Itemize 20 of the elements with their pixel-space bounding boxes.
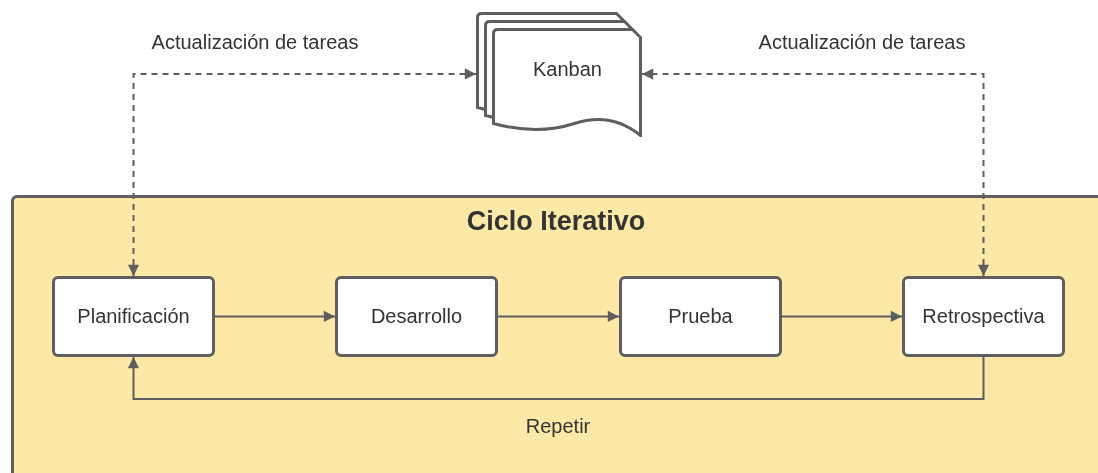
edge-label: Actualización de tareas [758, 30, 966, 54]
arrow [214, 310, 336, 323]
process-label: Planificación [77, 305, 190, 328]
arrow [127, 356, 985, 400]
process-box [335, 276, 498, 357]
group-band [11, 195, 1098, 473]
arrow [781, 310, 903, 323]
document-label: Kanban [532, 58, 603, 81]
process-box [52, 276, 215, 357]
process-box [902, 276, 1065, 357]
process-label: Desarrollo [370, 305, 463, 328]
process-box [619, 276, 782, 357]
arrow [497, 310, 620, 323]
arrow [641, 68, 990, 277]
group-title: Ciclo Iterativo [465, 206, 647, 237]
edge-label: Actualización de tareas [151, 30, 359, 54]
process-label: Retrospectiva [922, 305, 1045, 328]
edge-label: Repetir [525, 414, 591, 438]
process-label: Prueba [668, 305, 733, 328]
arrow [127, 68, 477, 277]
